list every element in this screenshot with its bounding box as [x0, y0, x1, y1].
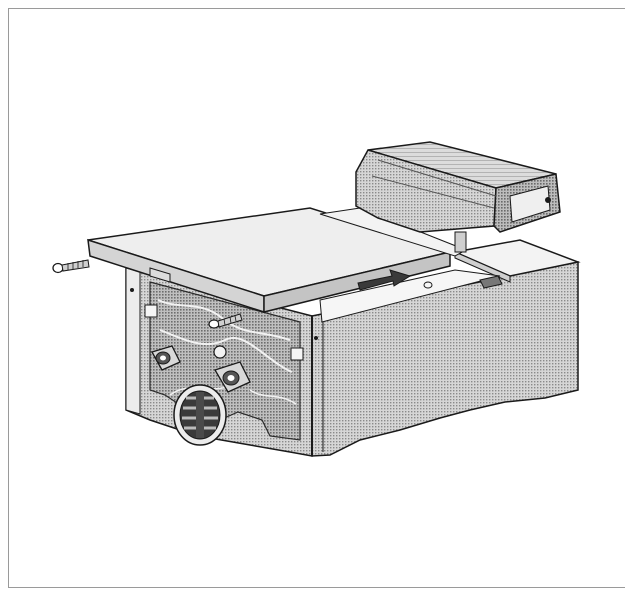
control-unit-front — [355, 149, 497, 233]
cover-side-edge — [263, 251, 451, 313]
arrow-right-icon — [357, 269, 412, 291]
connector-left — [151, 345, 181, 371]
fan-grille-icon — [173, 384, 227, 446]
indicator-light — [213, 345, 227, 359]
screw-icon-2 — [208, 313, 243, 329]
control-unit — [319, 141, 561, 257]
cabinet-right-face — [311, 261, 579, 457]
cover-plate — [87, 207, 503, 323]
connector-right — [214, 361, 251, 393]
screw-icon — [52, 259, 90, 274]
